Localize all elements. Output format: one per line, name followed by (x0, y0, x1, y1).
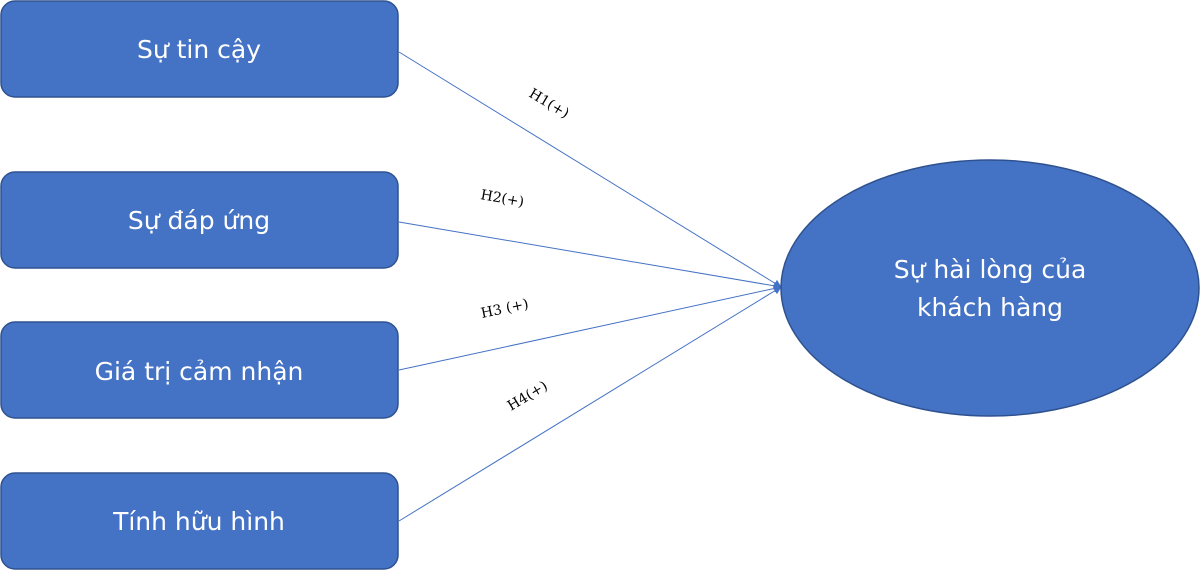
edge-h4-line (398, 286, 782, 522)
node-satisfaction-label-line1: Sự hài lòng của (894, 255, 1087, 284)
node-satisfaction-ellipse (780, 159, 1200, 417)
edge-h1-label: H1(+) (526, 86, 572, 122)
edge-h2-label: H2(+) (479, 187, 525, 210)
edge-h2-line (398, 221, 782, 290)
node-responsiveness-box (0, 171, 399, 269)
edges: H1(+) H2(+) H3 (+) H4(+) (398, 51, 782, 522)
node-satisfaction: Sự hài lòng của khách hàng (780, 159, 1200, 417)
node-perceived-value-box (0, 321, 399, 419)
node-responsiveness-label: Sự đáp ứng (128, 206, 270, 235)
node-tangibles-box (0, 472, 399, 570)
node-tangibles: Tính hữu hình (0, 472, 399, 570)
edge-h4-label: H4(+) (505, 378, 551, 414)
node-reliability-box (0, 0, 399, 98)
edge-h3-line (398, 284, 782, 371)
edge-h3-label: H3 (+) (480, 296, 531, 322)
node-perceived-value-label: Giá trị cảm nhận (95, 357, 304, 386)
edge-h1-line (398, 51, 782, 288)
node-tangibles-label: Tính hữu hình (112, 507, 285, 536)
node-satisfaction-label-line2: khách hàng (917, 293, 1063, 322)
node-reliability-label: Sự tin cậy (137, 35, 261, 64)
node-responsiveness: Sự đáp ứng (0, 171, 399, 269)
node-reliability: Sự tin cậy (0, 0, 399, 98)
node-perceived-value: Giá trị cảm nhận (0, 321, 399, 419)
